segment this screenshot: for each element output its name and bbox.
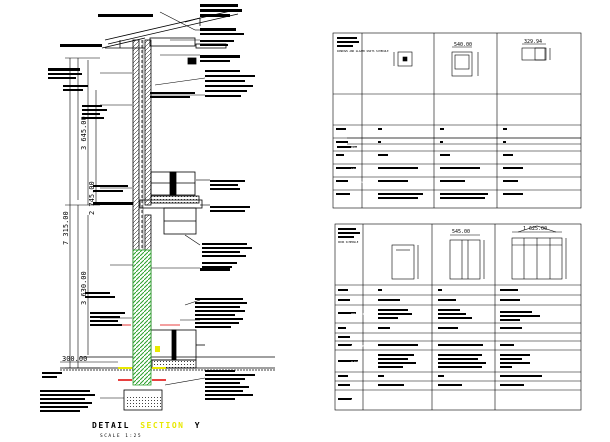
row-label: HEAD (351, 146, 357, 149)
row-label: REMARKS (351, 399, 362, 402)
row-label: FRAME (351, 337, 359, 340)
door-schedule-text: 545.00 1 625.00 (338, 226, 547, 400)
row-label: CILL (351, 168, 357, 171)
dim-base: 300.00 (62, 355, 87, 363)
door-schedule (334, 223, 582, 411)
door-dim-width: 545.00 (452, 229, 470, 235)
svg-text:DETAIL SECTION Y: DETAIL SECTION Y (92, 421, 201, 430)
row-label: MARK (351, 290, 357, 293)
window-dim-width: 540.00 (454, 42, 472, 48)
foundation-wall (118, 249, 180, 411)
window-schedule-rows (333, 124, 581, 191)
dim-overall: 7 315.00 (62, 211, 70, 245)
window-detail (139, 171, 203, 235)
window-schedule (332, 32, 582, 209)
scale-label: SCALE 1:25 (100, 433, 142, 439)
window-schedule-header: WINDOWS AND GLAZED UNITS SCHEDULE (337, 49, 389, 53)
window-schedule-text: 540.00 329.94 (336, 37, 542, 199)
row-label: NUMBER (351, 132, 360, 135)
title-word-detail: DETAIL (92, 421, 130, 430)
dim-window: 2 745.00 (88, 181, 96, 215)
door-elevation-d3 (511, 225, 567, 280)
window-elevation-w1 (393, 51, 413, 67)
door-schedule-header: DOOR SCHEDULE (338, 240, 359, 244)
title-word-section: SECTION (140, 421, 184, 430)
dim-lower: 3 630.00 (80, 271, 88, 305)
section-title: DETAIL SECTION Y SCALE 1:25 (92, 421, 201, 439)
schedule-headers: WINDOWS AND GLAZED UNITS SCHEDULE DOOR S… (337, 49, 389, 244)
row-label: SIZE (351, 328, 357, 331)
annotation-leaders (100, 11, 210, 399)
row-label: REMARKS (351, 202, 362, 205)
floor-slab (60, 329, 275, 371)
row-label: IRONMONGERY (351, 345, 367, 348)
window-elevation-w2 (451, 46, 479, 77)
row-label: FRAME (351, 147, 359, 150)
row-label: IRONMONGERY (351, 181, 367, 184)
row-label: SIZE (351, 155, 357, 158)
detail-section (60, 9, 275, 411)
title-letter: Y (195, 421, 201, 430)
row-label: FINISH (351, 198, 360, 201)
window-dim-height: 329.94 (524, 39, 542, 45)
dimension-text: 3 645.00 7 315.00 2 745.00 3 630.00 300.… (62, 116, 96, 363)
row-label: DESCRIPTION (351, 313, 367, 316)
row-label: FINISH (351, 376, 360, 379)
row-label: NUMBER (351, 300, 360, 303)
window-elevation-w3 (521, 43, 551, 61)
row-label: GLASS (351, 361, 359, 364)
row-label: GLAZING (351, 194, 362, 197)
row-label: MARK (351, 129, 357, 132)
door-elevation-d2 (449, 234, 485, 280)
door-elevation-d1 (391, 244, 419, 280)
door-dim-overall: 1 625.00 (523, 226, 547, 232)
dim-upper: 3 645.00 (80, 116, 88, 150)
door-row-labels: MARK NUMBER DESCRIPTION SIZE FRAME IRONMONGER… (351, 290, 367, 402)
annotation-text (40, 4, 255, 412)
